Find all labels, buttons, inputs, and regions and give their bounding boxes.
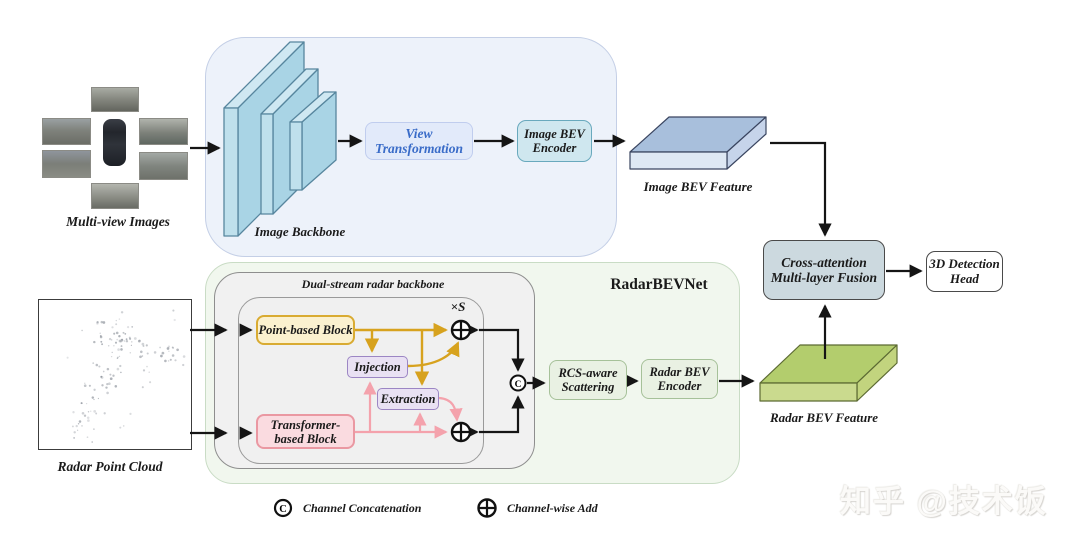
camera-back-left-image — [42, 150, 91, 178]
legend-concat-letter: C — [279, 504, 287, 515]
point-based-block-label: Point-based Block — [258, 323, 353, 337]
radar-bev-encoder-line2: Encoder — [657, 379, 702, 393]
channel-add-icon — [450, 421, 472, 443]
radar-bev-encoder-line1: Radar BEV — [649, 365, 710, 379]
legend-channel-concat-icon: C — [273, 498, 293, 518]
radar-point-cloud-dots — [66, 309, 186, 443]
image-backbone-label: Image Backbone — [254, 224, 346, 239]
image-bev-feature-slab — [629, 116, 767, 170]
camera-front-image — [91, 87, 139, 112]
point-based-block-box: Point-based Block — [256, 315, 355, 345]
image-bev-feature-label: Image BEV Feature — [643, 179, 753, 194]
legend-add-label: Channel-wise Add — [507, 501, 598, 515]
radar-bev-encoder-box: Radar BEV Encoder — [641, 359, 718, 399]
transformer-based-block-box: Transformer- based Block — [256, 414, 355, 449]
view-transformation-box: View Transformation — [365, 122, 473, 160]
camera-front-left-image — [42, 118, 91, 145]
radar-bev-feature-label: Radar BEV Feature — [769, 410, 879, 425]
watermark: 知乎 @技术饭 — [840, 484, 1048, 519]
flow-arrows-black — [190, 134, 923, 440]
flow-arrows-pink — [355, 381, 463, 439]
multi-view-images-label: Multi-view Images — [66, 214, 170, 229]
repeat-times-s-label: ×S — [450, 299, 466, 314]
radarbevnet-title: RadarBEVNet — [610, 276, 708, 293]
camera-front-right-image — [139, 118, 188, 145]
extraction-label: Extraction — [380, 392, 436, 406]
radar-point-cloud-label: Radar Point Cloud — [57, 459, 163, 474]
detection-head-box: 3D Detection Head — [926, 251, 1003, 292]
channel-add-icon — [450, 319, 472, 341]
head-line2: Head — [950, 270, 979, 286]
head-line1: 3D Detection — [929, 255, 1000, 271]
fusion-line1: Cross-attention — [781, 254, 867, 270]
dual-stream-backbone-title: Dual-stream radar backbone — [301, 277, 445, 291]
camera-back-image — [91, 183, 139, 209]
image-bev-encoder-line2: Encoder — [532, 141, 577, 155]
extraction-box: Extraction — [377, 388, 439, 410]
radar-bev-feature-slab — [759, 344, 898, 402]
flow-arrows-yellow — [355, 322, 460, 386]
injection-label: Injection — [354, 360, 401, 374]
camera-back-right-image — [139, 152, 188, 180]
view-transformation-label: View Transformation — [374, 125, 464, 156]
ego-car-icon — [103, 119, 126, 166]
radar-point-cloud-image — [38, 299, 192, 450]
concat-letter: C — [515, 380, 522, 390]
legend-channel-add-icon — [477, 498, 497, 518]
rcs-line1: RCS-aware — [558, 366, 618, 380]
injection-box: Injection — [347, 356, 408, 378]
fusion-line2: Multi-layer Fusion — [770, 270, 878, 285]
rcs-aware-scattering-box: RCS-aware Scattering — [549, 360, 627, 400]
cross-attention-fusion-box: Cross-attention Multi-layer Fusion — [763, 240, 885, 300]
transformer-block-line2: based Block — [274, 431, 337, 446]
channel-concat-icon: C — [509, 374, 527, 392]
transformer-block-line1: Transformer- — [270, 417, 341, 432]
image-backbone-slabs — [223, 41, 337, 237]
image-bev-encoder-box: Image BEV Encoder — [517, 120, 592, 162]
image-bev-encoder-line1: Image BEV — [524, 127, 585, 141]
rcs-line2: Scattering — [561, 380, 615, 394]
legend-concat-label: Channel Concatenation — [303, 501, 422, 515]
